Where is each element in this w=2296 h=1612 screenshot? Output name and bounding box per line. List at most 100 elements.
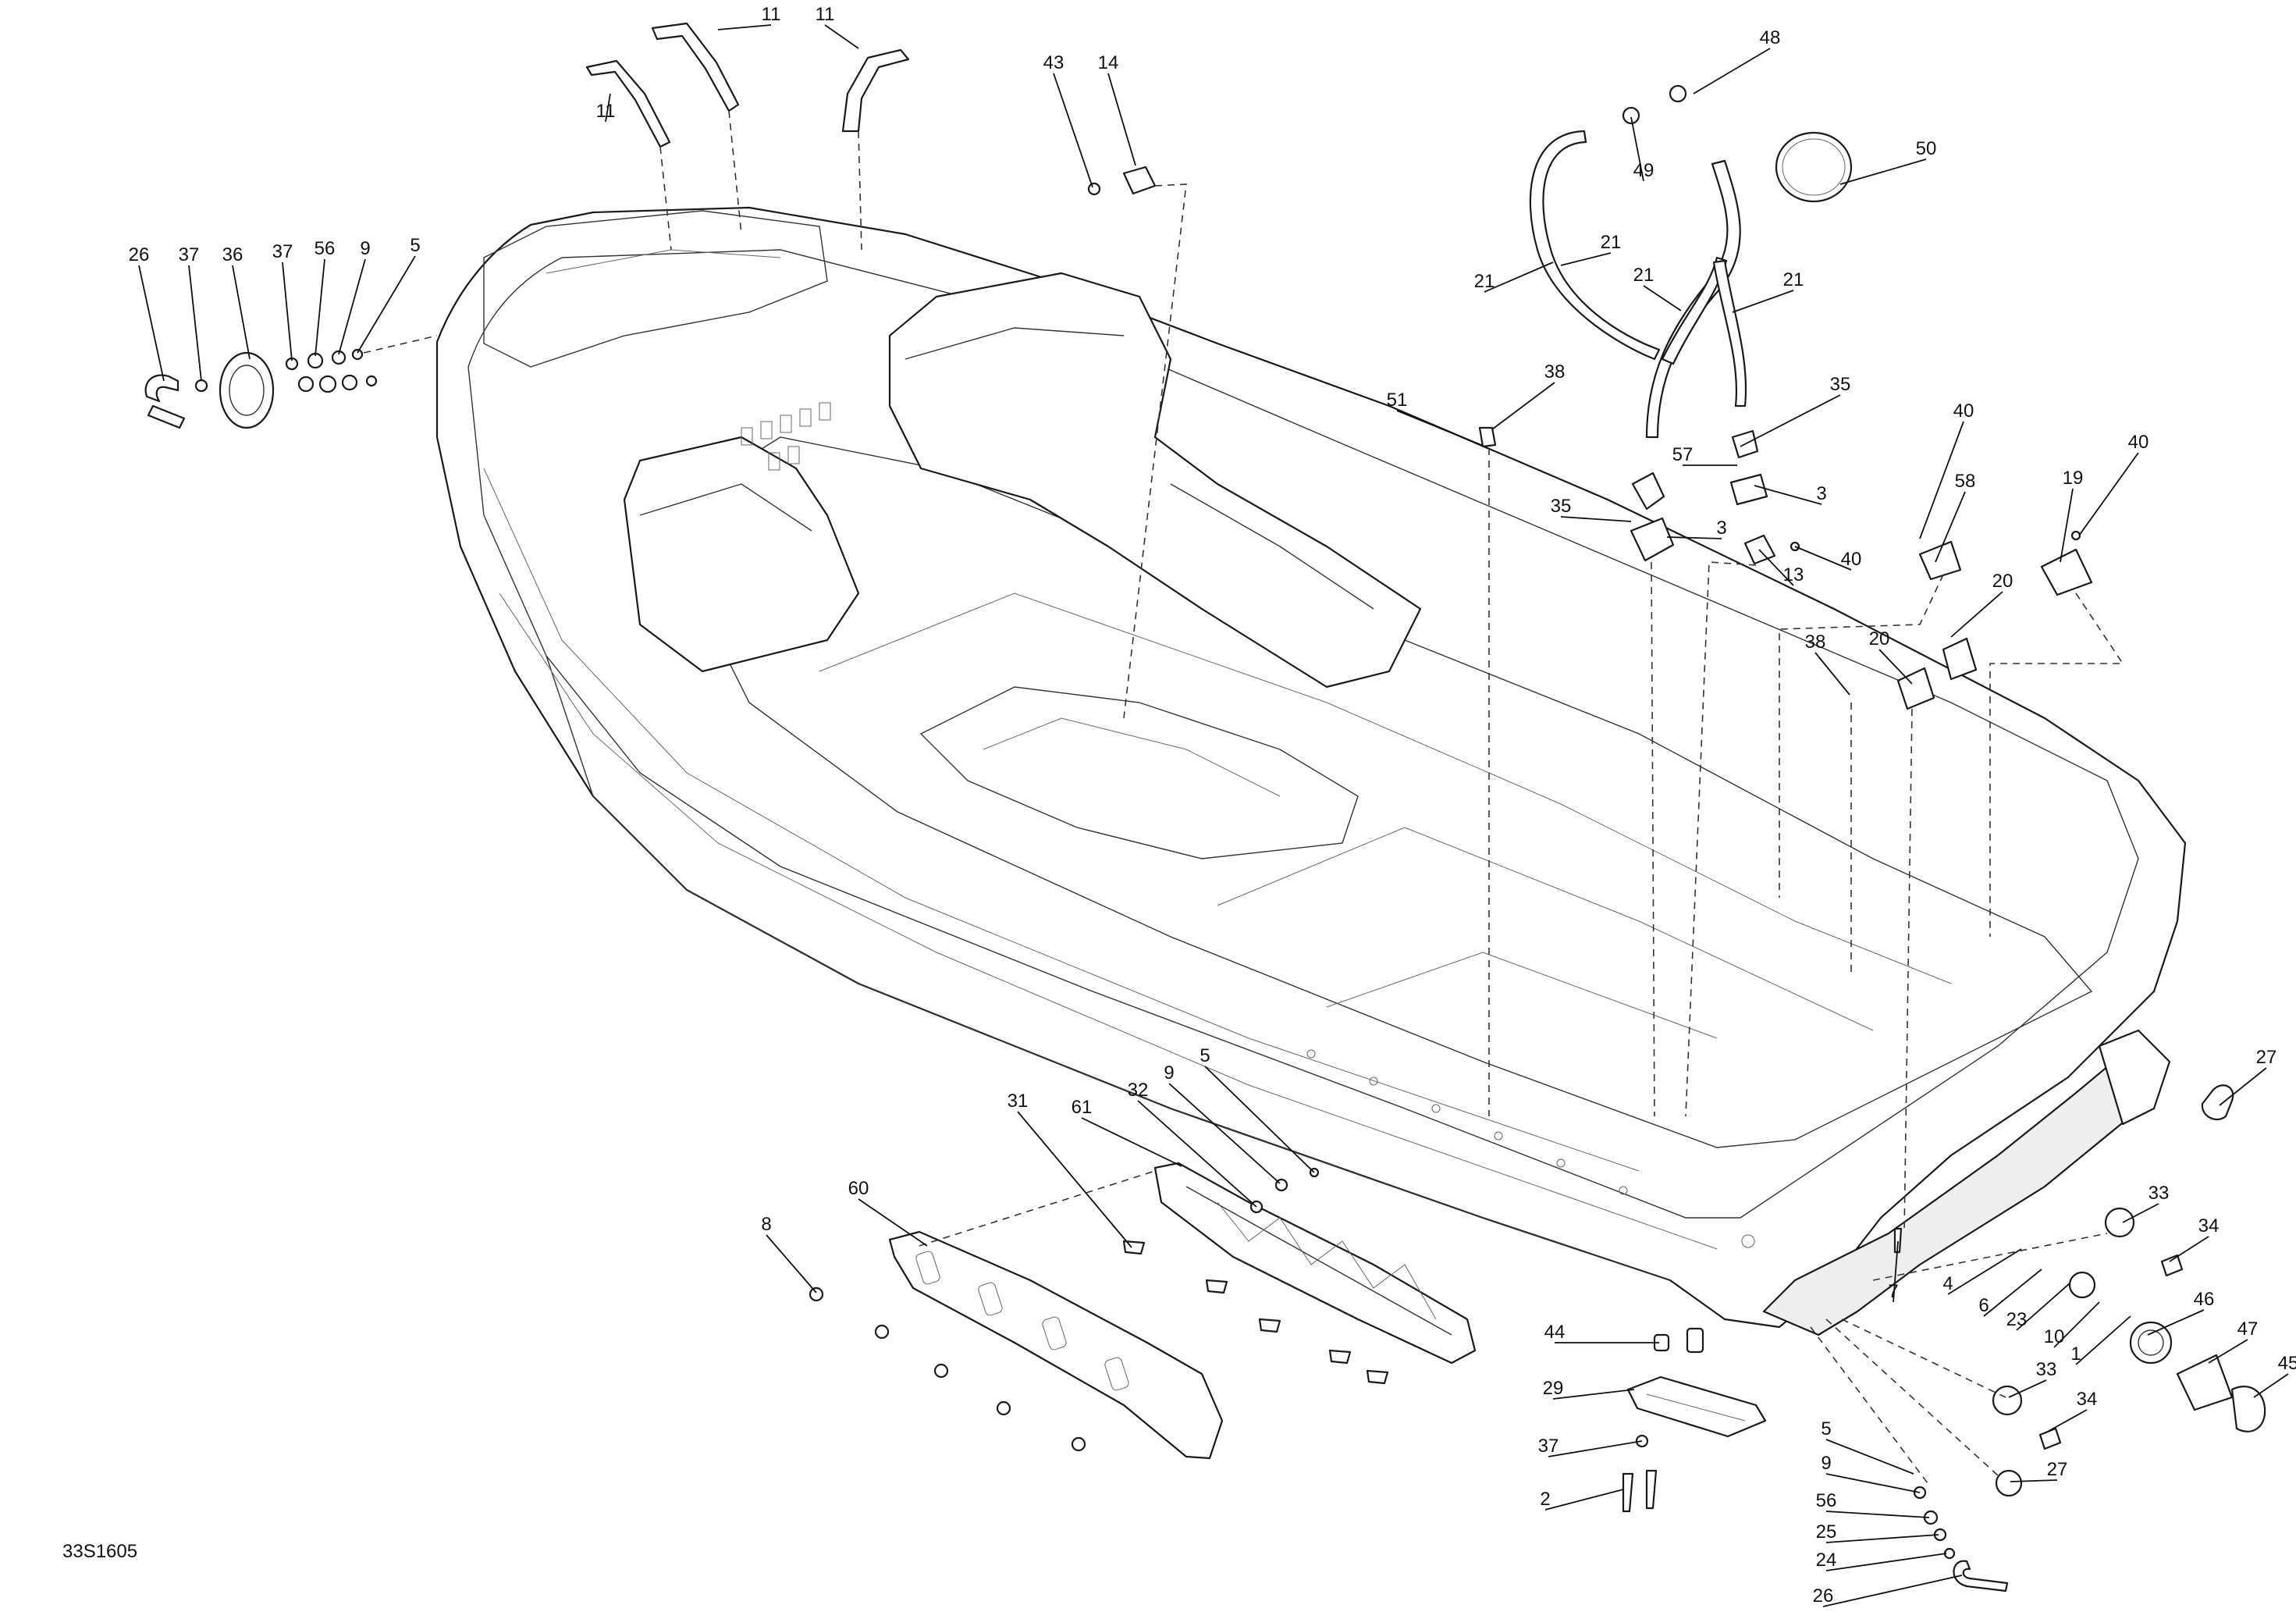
callout-leader — [717, 24, 772, 30]
callout-number: 24 — [1816, 1550, 1837, 1571]
callout-leader — [1825, 1534, 1939, 1543]
callout-leader — [1825, 1439, 1914, 1475]
callout-leader — [357, 255, 416, 354]
side-sponson-right — [1153, 1162, 1477, 1365]
callout-number: 43 — [1043, 52, 1064, 73]
callout-leader — [1919, 421, 1964, 539]
callout-leader — [2060, 488, 2074, 563]
callout-number: 38 — [1544, 361, 1566, 383]
callout-number: 44 — [1544, 1322, 1566, 1343]
callout-leader — [1630, 116, 1644, 182]
callout-leader — [1825, 1553, 1947, 1571]
callout-number: 57 — [1672, 444, 1694, 465]
callout-leader — [1552, 1389, 1635, 1400]
callout-leader — [2147, 1309, 2205, 1336]
callout-number: 4 — [1942, 1273, 1953, 1294]
callout-number: 11 — [596, 101, 616, 122]
callout-leader — [2008, 1379, 2047, 1398]
callout-number: 8 — [761, 1214, 771, 1235]
callout-leader — [1107, 73, 1136, 166]
callout-number: 9 — [1164, 1062, 1174, 1084]
small-brackets — [1087, 165, 2093, 710]
callout-number: 27 — [2047, 1459, 2068, 1480]
callout-leader — [2208, 1339, 2248, 1364]
callout-number: 21 — [1783, 269, 1804, 290]
hose-clamps — [1622, 84, 1853, 203]
callout-number: 11 — [816, 4, 835, 25]
callout-number: 21 — [1474, 271, 1495, 292]
callout-leader — [1693, 48, 1771, 94]
callout-number: 37 — [1538, 1436, 1559, 1457]
callout-number: 1 — [2070, 1343, 2081, 1365]
callout-leader — [2010, 1479, 2058, 1482]
callout-number: 60 — [848, 1178, 869, 1199]
grab-handles — [585, 22, 910, 148]
hull-body — [435, 206, 2187, 1336]
callout-leader — [1137, 1100, 1257, 1208]
callout-number: 37 — [272, 241, 293, 262]
callout-number: 35 — [1830, 374, 1851, 395]
callout-number: 35 — [1551, 496, 1572, 517]
callout-number: 56 — [315, 238, 336, 259]
callout-leader — [1893, 1240, 1899, 1303]
callout-leader — [1491, 382, 1555, 430]
callout-number: 27 — [2256, 1047, 2277, 1068]
callout-leader — [1017, 1111, 1132, 1248]
callout-leader — [1839, 158, 1927, 185]
callout-number: 14 — [1098, 52, 1119, 73]
callout-number: 10 — [2044, 1326, 2065, 1347]
callout-number: 48 — [1760, 27, 1781, 48]
callout-number: 31 — [1008, 1091, 1029, 1112]
callout-leader — [1878, 649, 1913, 685]
callout-leader — [824, 24, 859, 49]
callout-number: 37 — [179, 244, 200, 265]
callout-leader — [1666, 536, 1722, 539]
callout-number: 50 — [1916, 138, 1937, 159]
callout-leader — [1794, 546, 1852, 571]
callout-number: 40 — [2128, 432, 2149, 453]
callout-leader — [2122, 1203, 2159, 1223]
callout-number: 5 — [410, 235, 420, 256]
callout-leader — [2016, 1283, 2070, 1331]
callout-leader — [1560, 516, 1632, 522]
callout-number: 20 — [1869, 628, 1890, 649]
callout-leader — [2253, 1373, 2289, 1398]
callout-leader — [1825, 1511, 1930, 1518]
callout-number: 20 — [1992, 571, 2013, 592]
callout-number: 25 — [1816, 1521, 1837, 1543]
callout-number: 26 — [1813, 1585, 1834, 1607]
callout-number: 36 — [222, 244, 243, 265]
assembly-lines — [363, 110, 2124, 1484]
callout-number: 46 — [2194, 1289, 2215, 1310]
callout-leader — [1560, 252, 1612, 266]
callout-leader — [1950, 591, 2003, 638]
callout-leader — [766, 1234, 817, 1294]
callout-leader — [232, 265, 251, 360]
callout-leader — [138, 265, 165, 382]
callout-number: 23 — [2006, 1309, 2028, 1330]
callout-leader — [2219, 1067, 2267, 1106]
callout-leader — [1544, 1489, 1624, 1511]
callout-leader — [1754, 485, 1822, 505]
callout-leader — [315, 258, 325, 357]
callout-leader — [1825, 1473, 1921, 1493]
callout-number: 19 — [2063, 468, 2084, 489]
callout-leader — [2044, 1409, 2088, 1434]
callout-leader — [858, 1198, 928, 1247]
stern-parts — [1622, 1084, 2266, 1592]
callout-leader — [1822, 1575, 1963, 1607]
drawing-reference-code: 33S1605 — [62, 1541, 137, 1562]
callout-leader — [1168, 1083, 1281, 1184]
callout-leader — [2075, 1315, 2131, 1365]
callout-leader — [282, 262, 293, 361]
rub-rail-holes — [1306, 1049, 1755, 1248]
callout-leader — [1053, 73, 1093, 188]
callout-number: 6 — [1978, 1295, 1989, 1316]
callout-leader — [1758, 549, 1794, 586]
callout-number: 32 — [1128, 1080, 1149, 1101]
callout-number: 26 — [129, 244, 150, 265]
callout-leader — [1396, 410, 1482, 446]
callout-number: 9 — [360, 238, 370, 259]
callout-leader — [1935, 491, 1966, 563]
sponson-fasteners — [809, 1167, 1389, 1452]
